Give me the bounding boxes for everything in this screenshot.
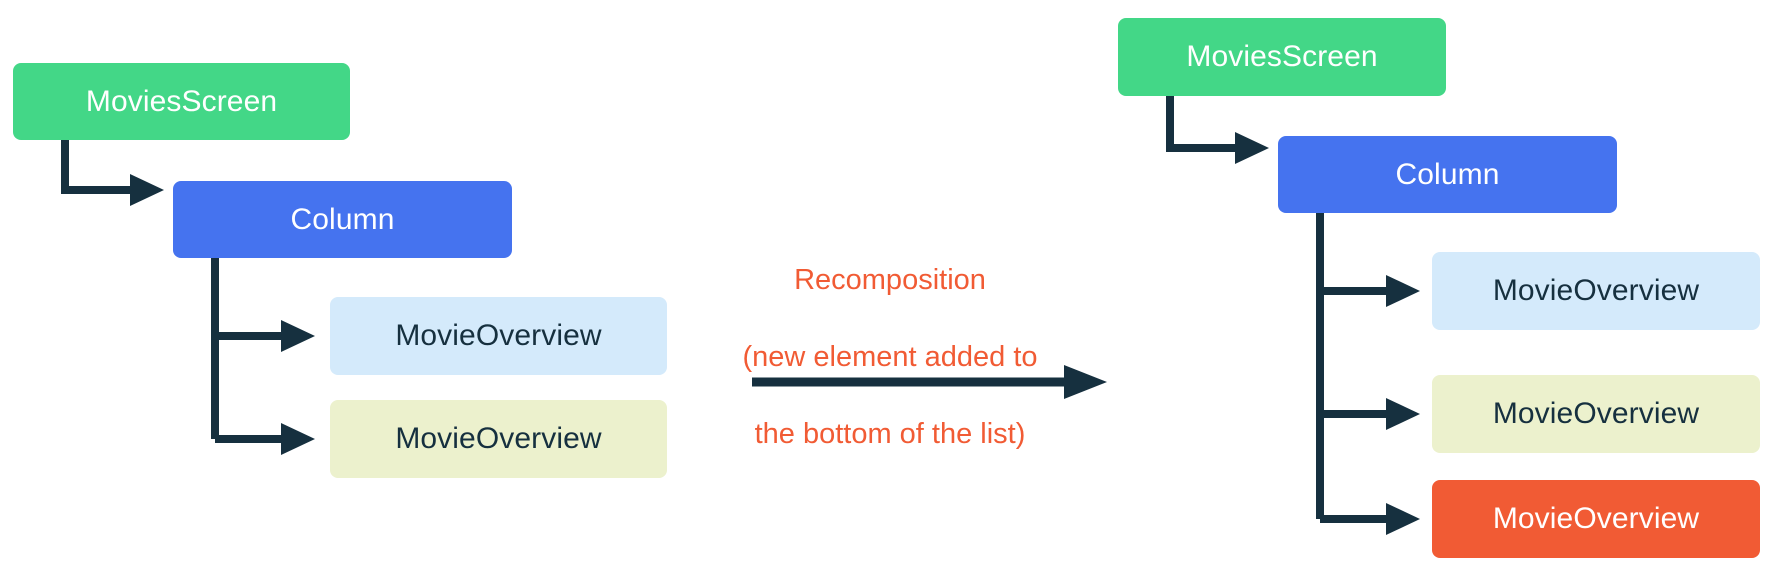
before-node-column: Column — [173, 181, 512, 258]
transition-caption-line-1: Recomposition — [794, 263, 986, 296]
before-connector-screen-to-column — [60, 140, 180, 210]
after-node-movie-overview-3: MovieOverview — [1432, 480, 1760, 558]
transition-caption: Recomposition (new element added to the … — [700, 222, 1080, 492]
after-node-column-label: Column — [1395, 157, 1500, 191]
before-connector-column-to-children — [210, 258, 340, 455]
after-connector-column-to-children — [1315, 213, 1445, 535]
after-node-movie-overview-1: MovieOverview — [1432, 252, 1760, 330]
after-node-movies-screen: MoviesScreen — [1118, 18, 1446, 96]
transition-arrow — [752, 362, 1112, 402]
before-node-movies-screen-label: MoviesScreen — [85, 84, 278, 118]
after-node-movies-screen-label: MoviesScreen — [1186, 40, 1378, 73]
after-connector-screen-to-column — [1165, 96, 1285, 166]
transition-caption-line-2: (new element added to — [742, 340, 1038, 373]
before-node-movies-screen: MoviesScreen — [13, 63, 350, 140]
after-node-column: Column — [1278, 136, 1617, 213]
after-node-movie-overview-2-label: MovieOverview — [1492, 397, 1700, 430]
before-node-column-label: Column — [290, 202, 395, 236]
transition-caption-line-3: the bottom of the list) — [754, 417, 1026, 450]
before-node-movie-overview-1: MovieOverview — [330, 297, 667, 375]
before-node-movie-overview-2: MovieOverview — [330, 400, 667, 478]
before-node-movie-overview-2-label: MovieOverview — [395, 422, 602, 455]
after-node-movie-overview-1-label: MovieOverview — [1492, 274, 1700, 307]
after-node-movie-overview-2: MovieOverview — [1432, 375, 1760, 453]
before-node-movie-overview-1-label: MovieOverview — [395, 319, 602, 352]
after-node-movie-overview-3-label: MovieOverview — [1492, 502, 1700, 535]
